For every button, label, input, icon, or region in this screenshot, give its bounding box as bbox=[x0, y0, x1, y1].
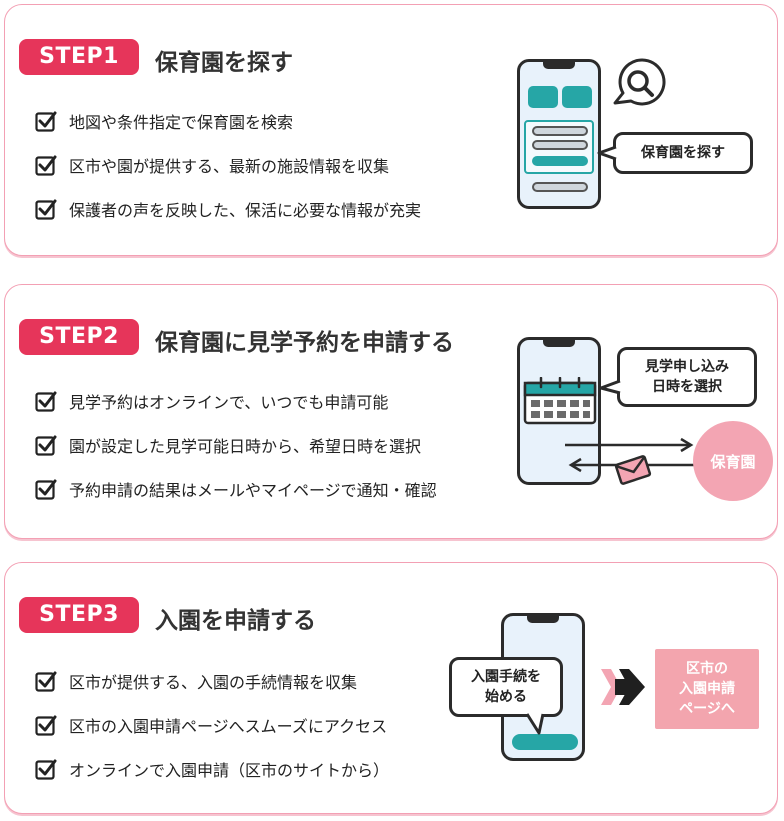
step3-bubble: 入園手続を 始める bbox=[449, 657, 563, 717]
ward-box-line3: ページへ bbox=[679, 701, 735, 717]
mail-icon bbox=[614, 455, 652, 485]
step2-item-3: 予約申請の結果はメールやマイページで通知・確認 bbox=[35, 477, 437, 501]
step1-title: 保育園を探す bbox=[155, 50, 293, 76]
step1-list-bar-1 bbox=[532, 126, 588, 136]
step1-item-3-text: 保護者の声を反映した、保活に必要な情報が充実 bbox=[69, 201, 422, 220]
step2-item-1-text: 見学予約はオンラインで、いつでも申請可能 bbox=[69, 393, 389, 412]
step3-item-3-text: オンラインで入園申請（区市のサイトから） bbox=[69, 761, 390, 780]
check-icon bbox=[35, 479, 57, 500]
step2-item-3-text: 予約申請の結果はメールやマイページで通知・確認 bbox=[69, 481, 437, 500]
step1-item-2: 区市や園が提供する、最新の施設情報を収集 bbox=[35, 153, 389, 177]
step2-card: STEP2 保育園に見学予約を申請する 見学予約はオンラインで、いつでも申請可能… bbox=[4, 284, 778, 539]
step1-card: STEP1 保育園を探す 地図や条件指定で保育園を検索 区市や園が提供する、最新… bbox=[4, 4, 778, 256]
step1-tile-1 bbox=[528, 86, 558, 108]
step3-item-2-text: 区市の入園申請ページへスムーズにアクセス bbox=[69, 717, 388, 736]
step1-phone bbox=[517, 59, 601, 209]
check-icon bbox=[35, 111, 57, 132]
step1-item-2-text: 区市や園が提供する、最新の施設情報を収集 bbox=[69, 157, 390, 176]
step2-item-1: 見学予約はオンラインで、いつでも申請可能 bbox=[35, 389, 388, 413]
check-icon bbox=[35, 759, 57, 780]
phone-notch bbox=[527, 613, 559, 623]
search-icon bbox=[613, 58, 666, 106]
check-icon bbox=[35, 671, 57, 692]
bubble-tail bbox=[597, 145, 617, 161]
step2-badge: STEP2 bbox=[19, 319, 139, 355]
step3-card: STEP3 入園を申請する 区市が提供する、入園の手続情報を収集 区市の入園申請… bbox=[4, 562, 778, 814]
step1-list-bar-selected bbox=[532, 156, 588, 166]
bubble-tail bbox=[525, 713, 545, 735]
step2-item-2: 園が設定した見学可能日時から、希望日時を選択 bbox=[35, 433, 421, 457]
phone-notch bbox=[543, 59, 575, 69]
step2-item-2-text: 園が設定した見学可能日時から、希望日時を選択 bbox=[69, 437, 422, 456]
step1-item-1-text: 地図や条件指定で保育園を検索 bbox=[69, 113, 294, 132]
step2-bubble: 見学申し込み 日時を選択 bbox=[617, 347, 757, 407]
step3-badge: STEP3 bbox=[19, 597, 139, 633]
step3-item-3: オンラインで入園申請（区市のサイトから） bbox=[35, 757, 389, 781]
step3-bubble-line1: 入園手続を bbox=[471, 669, 541, 685]
check-icon bbox=[35, 199, 57, 220]
phone-notch bbox=[543, 337, 575, 347]
step1-item-3: 保護者の声を反映した、保活に必要な情報が充実 bbox=[35, 197, 421, 221]
step3-bubble-line2: 始める bbox=[485, 689, 527, 705]
step1-item-1: 地図や条件指定で保育園を検索 bbox=[35, 109, 293, 133]
check-icon bbox=[35, 435, 57, 456]
step3-item-1: 区市が提供する、入園の手続情報を収集 bbox=[35, 669, 357, 693]
check-icon bbox=[35, 715, 57, 736]
step2-bubble-line2: 日時を選択 bbox=[652, 379, 722, 395]
step3-item-1-text: 区市が提供する、入園の手続情報を収集 bbox=[69, 673, 358, 692]
step3-start-button[interactable] bbox=[512, 734, 578, 750]
bubble-tail bbox=[599, 379, 621, 395]
step1-bubble: 保育園を探す bbox=[613, 132, 753, 174]
nursery-circle: 保育園 bbox=[693, 421, 773, 501]
step3-title: 入園を申請する bbox=[155, 608, 316, 634]
arrow-right-icon bbox=[601, 669, 645, 705]
check-icon bbox=[35, 155, 57, 176]
ward-box-line2: 入園申請 bbox=[679, 681, 735, 697]
step2-bubble-line1: 見学申し込み bbox=[645, 359, 729, 375]
step1-badge: STEP1 bbox=[19, 39, 139, 75]
step3-item-2: 区市の入園申請ページへスムーズにアクセス bbox=[35, 713, 387, 737]
step1-tile-2 bbox=[562, 86, 592, 108]
step2-title: 保育園に見学予約を申請する bbox=[155, 330, 454, 356]
ward-application-link[interactable]: 区市の 入園申請 ページへ bbox=[655, 649, 759, 729]
step1-list-bar-2 bbox=[532, 140, 588, 150]
check-icon bbox=[35, 391, 57, 412]
ward-box-line1: 区市の bbox=[686, 661, 728, 677]
step1-list-bar-3 bbox=[532, 182, 588, 192]
calendar-icon bbox=[523, 377, 597, 425]
